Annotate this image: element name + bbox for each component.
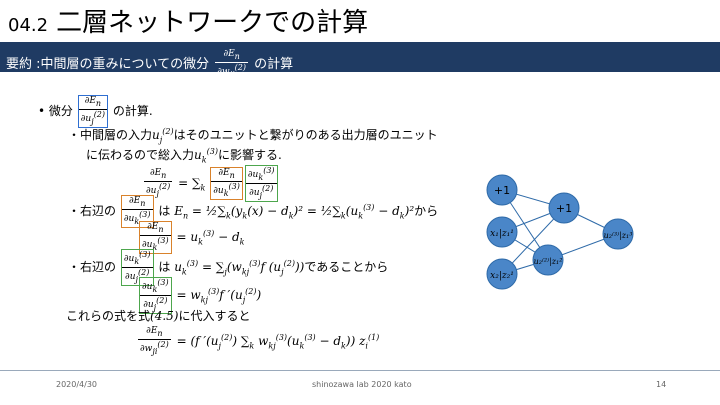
svg-text:u₂⁽³⁾|z₁³: u₂⁽³⁾|z₁³ bbox=[604, 231, 633, 240]
svg-text:+1: +1 bbox=[494, 184, 510, 197]
line2-text-a: 中間層の入力 bbox=[80, 128, 153, 142]
footer-credit: shinozawa lab 2020 kato bbox=[312, 380, 412, 389]
equation-chain-rule: ∂En∂uj(2) = ∑k ∂En∂uk(3)∂uk(3)∂uj(2) bbox=[144, 165, 278, 202]
node-output: u₂⁽³⁾|z₁³ bbox=[602, 218, 634, 250]
line3-text-b: に影響する. bbox=[217, 148, 282, 162]
footer-divider bbox=[0, 370, 720, 371]
line5-text-a: 右辺の bbox=[80, 203, 117, 218]
line7-text-a: 右辺の bbox=[80, 259, 117, 274]
equation-output-grad: ∂En∂uk(3) = uk(3) − dk bbox=[139, 221, 245, 254]
line-2: ・中間層の入力uj(2)はそのユニットと繋がりのある出力層のユニット bbox=[68, 127, 438, 145]
line-3: に伝わるので総入力uk(3)に影響する. bbox=[86, 147, 282, 165]
line2-text-b: はそのユニットと繋がりのある出力層のユニット bbox=[173, 128, 438, 142]
section-number: 04.2 bbox=[8, 15, 49, 36]
line7-text-b: は bbox=[158, 259, 171, 274]
node-input-x2: x₂|z₂¹ bbox=[486, 258, 518, 290]
line1-text-b: の計算. bbox=[112, 103, 153, 118]
line9-text-b: に代入すると bbox=[178, 309, 251, 323]
line9-text-a: これらの式を式 bbox=[66, 309, 151, 323]
svg-text:u₂⁽²⁾|z₁²: u₂⁽²⁾|z₁² bbox=[534, 257, 563, 266]
banner-fraction: ∂En∂wji(2) bbox=[215, 49, 249, 79]
node-hidden: u₂⁽²⁾|z₁² bbox=[532, 244, 564, 276]
svg-text:x₂|z₂¹: x₂|z₂¹ bbox=[490, 271, 514, 281]
summary-banner: 要約 :中間層の重みについての微分 ∂En∂wji(2) の計算 bbox=[0, 42, 720, 79]
svg-text:x₁|z₁¹: x₁|z₁¹ bbox=[490, 229, 514, 239]
footer-date: 2020/4/30 bbox=[56, 380, 98, 389]
line3-text-a: に伝わるので総入力 bbox=[86, 148, 195, 162]
node-bias-hidden: +1 bbox=[548, 192, 580, 224]
line-9: これらの式を式(4.5)に代入すると bbox=[66, 308, 250, 324]
line7-text-c: であることから bbox=[304, 259, 389, 274]
bullet-dot: • bbox=[38, 103, 46, 118]
line1-text-a: 微分 bbox=[48, 103, 73, 118]
fraction-dE-du2: ∂En∂uj(2) bbox=[77, 95, 109, 128]
line5-text-b: は bbox=[158, 203, 171, 218]
banner-label: 要約 :中間層の重みについての微分 ∂En∂wji(2) の計算 bbox=[6, 49, 293, 80]
network-diagram: +1 x₁|z₁¹ x₂|z₂¹ +1 u₂⁽²⁾|z₁² u₂⁽³⁾|z₁³ bbox=[486, 174, 634, 290]
equation-final: ∂En∂wji(2) = (f ′(uj(2)) ∑k wkj(3)(uk(3)… bbox=[138, 326, 380, 356]
banner-prefix: 要約 :中間層の重みについての微分 bbox=[6, 56, 210, 72]
svg-text:+1: +1 bbox=[556, 202, 572, 215]
page-number: 14 bbox=[656, 380, 667, 389]
node-input-x1: x₁|z₁¹ bbox=[486, 216, 518, 248]
bullet-1: • 微分 ∂En∂uj(2) の計算. bbox=[38, 95, 153, 128]
slide-title: 04.2 二層ネットワークでの計算 bbox=[8, 2, 368, 40]
equation-reference: (4.5) bbox=[150, 309, 179, 323]
line-7: ・右辺の ∂uk(3)∂uj(2) は uk(3) = ∑j(wkj(3)f (… bbox=[68, 249, 389, 286]
equation-hidden-grad: ∂uk(3)∂uj(2) = wkj(3)f ′(uj(2)) bbox=[139, 277, 262, 314]
line-5: ・右辺の ∂En∂uk(3) は En = ½∑k(yk(x) − dk)² =… bbox=[68, 195, 439, 228]
node-bias-input: +1 bbox=[486, 174, 518, 206]
line5-text-c: から bbox=[414, 203, 439, 218]
page-title: 二層ネットワークでの計算 bbox=[56, 8, 369, 38]
banner-suffix: の計算 bbox=[254, 56, 294, 72]
